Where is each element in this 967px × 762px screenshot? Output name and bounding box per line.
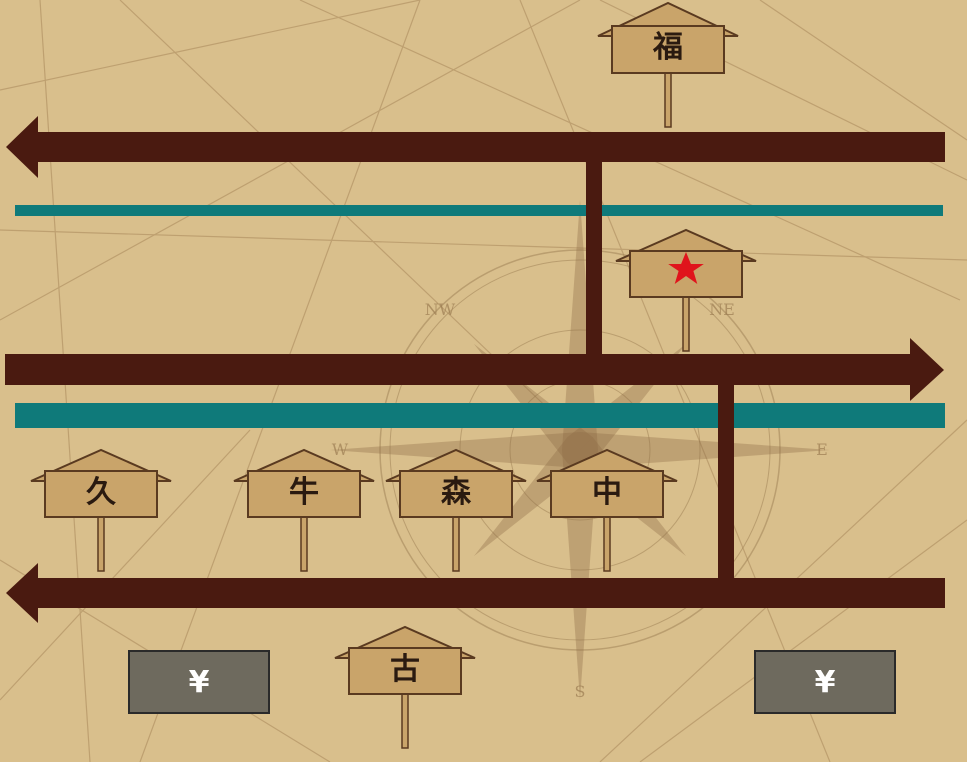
- road-2-right-arrow: [5, 338, 944, 401]
- yen-tile-right[interactable]: ¥: [755, 651, 895, 713]
- sign-label: 中: [592, 475, 622, 510]
- signpost-hisa[interactable]: 久: [31, 450, 171, 571]
- road-connector-upper: [586, 158, 602, 356]
- river-1: [15, 205, 943, 216]
- signpost-fuku[interactable]: 福: [598, 3, 738, 127]
- signpost-naka[interactable]: 中: [537, 450, 677, 571]
- signpost-mori[interactable]: 森: [386, 450, 526, 571]
- sign-label: 福: [652, 30, 683, 65]
- sign-label: 久: [86, 475, 116, 510]
- river-2: [15, 403, 945, 428]
- yen-tile-left[interactable]: ¥: [129, 651, 269, 713]
- signpost-goal[interactable]: [616, 230, 756, 351]
- yen-label: ¥: [815, 665, 836, 700]
- road-3-left-arrow: [6, 563, 945, 623]
- road-connector-lower: [718, 380, 734, 582]
- sign-label: 牛: [289, 475, 319, 510]
- sign-label: 森: [441, 475, 472, 510]
- signpost-ushi[interactable]: 牛: [234, 450, 374, 571]
- sign-label: 古: [390, 652, 420, 687]
- yen-label: ¥: [189, 665, 210, 700]
- road-1-left-arrow: [6, 116, 945, 178]
- signpost-furu[interactable]: 古: [335, 627, 475, 748]
